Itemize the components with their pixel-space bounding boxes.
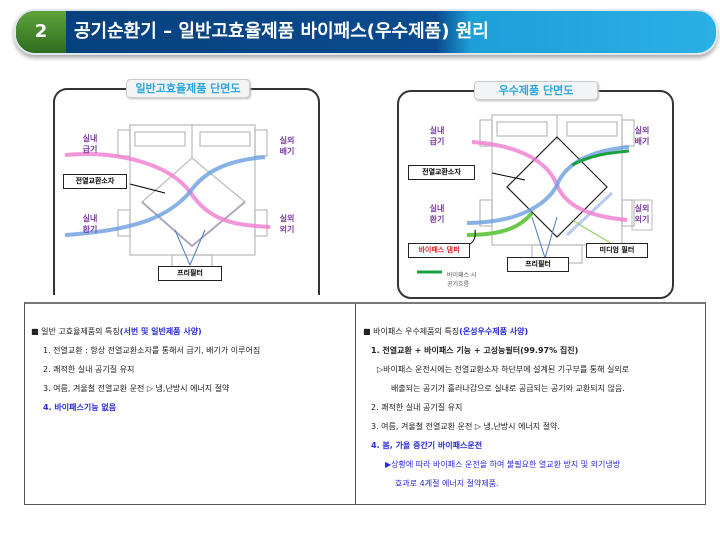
title-banner: 2 공기순환기 – 일반고효율제품 바이패스(우수제품) 원리: [14, 9, 718, 55]
left-item-2: 2. 쾌적한 실내 공기질 유지: [43, 365, 135, 374]
left-heading: 일반 고효율제품의 특징: [41, 327, 120, 336]
right-item-2: 2. 쾌적한 실내 공기질 유지: [371, 403, 463, 412]
right-item-4: 4. 봄, 가을 중간기 바이패스운전: [371, 441, 483, 450]
right-item-1: 1. 전열교환 + 바이패스 기능 + 고성능필터(99.97% 집진): [371, 346, 579, 355]
bypass-airflow-legend: 바이패스 시 공기흐름: [447, 272, 477, 288]
right-label-outdoor-intake: 실외 외기: [634, 204, 650, 224]
medium-filter-label: 미디엄 필터: [586, 243, 648, 258]
right-item-1-note-cont: 배출되는 공기가 흘러나감으로 실내로 공급되는 공기와 교환되지 않음.: [391, 384, 625, 393]
page-title: 공기순환기 – 일반고효율제품 바이패스(우수제품) 원리: [74, 21, 489, 42]
left-features: ■ 일반 고효율제품의 특징(서번 및 일반제품 사양) 1. 전열교환 : 항…: [31, 322, 260, 522]
right-label-outdoor-exhaust: 실외 배기: [634, 126, 650, 146]
left-label-indoor-return: 실내 환기: [82, 214, 98, 234]
right-item-1-note: ▷바이패스 운전시에는 전열교환소자 하단부에 설계된 기구부를 통해 실외로: [377, 365, 630, 374]
bypass-damper-label: 바이패스 댐퍼: [408, 243, 470, 258]
left-item-1: 1. 전열교환 : 항상 전열교환소자를 통해서 급기, 배기가 이루어짐: [43, 346, 261, 355]
features-table: ■ 일반 고효율제품의 특징(서번 및 일반제품 사양) 1. 전열교환 : 항…: [24, 302, 706, 505]
left-diagram-title: 일반고효율제품 단면도: [126, 79, 250, 98]
bullet-square: ■: [363, 327, 374, 336]
right-label-indoor-return: 실내 환기: [429, 204, 445, 224]
section-number: 2: [16, 11, 66, 53]
right-item-4-note-cont: 효과로 4계절 에너지 절약제품.: [395, 479, 499, 488]
left-heading-note: (서번 및 일반제품 사양): [119, 327, 202, 336]
right-features: ■ 바이패스 우수제품의 특징(온성우수제품 사양) 1. 전열교환 + 바이패…: [363, 322, 629, 522]
right-exchanger-label: 전열교환소자: [408, 165, 475, 180]
left-prefilter-label: 프리필터: [158, 266, 222, 281]
right-diagram-title: 우수제품 단면도: [474, 81, 598, 100]
right-item-3: 3. 여름, 겨울철 전열교환 운전 ▷ 냉,난방시 에너지 절약.: [371, 422, 560, 431]
left-label-outdoor-intake: 실외 외기: [279, 214, 295, 234]
left-label-outdoor-exhaust: 실외 배기: [279, 136, 295, 156]
right-heading-note: (온성우수제품 사양): [459, 327, 529, 336]
left-label-indoor-supply: 실내 급기: [82, 134, 98, 154]
left-exchanger-label: 전열교환소자: [63, 174, 127, 189]
right-heading: 바이패스 우수제품의 특징: [373, 327, 460, 336]
right-prefilter-label: 프리필터: [507, 257, 569, 272]
right-item-4-note: ▶상황에 따라 바이패스 운전을 하여 불필요한 열교환 방지 및 외기냉방: [385, 460, 621, 469]
left-item-3: 3. 여름, 겨울철 전열교환 운전 ▷ 냉,난방시 에너지 절약: [43, 384, 230, 393]
right-label-indoor-supply: 실내 급기: [429, 126, 445, 146]
left-item-4: 4. 바이패스기능 없음: [43, 403, 117, 412]
bullet-square: ■: [31, 327, 42, 336]
